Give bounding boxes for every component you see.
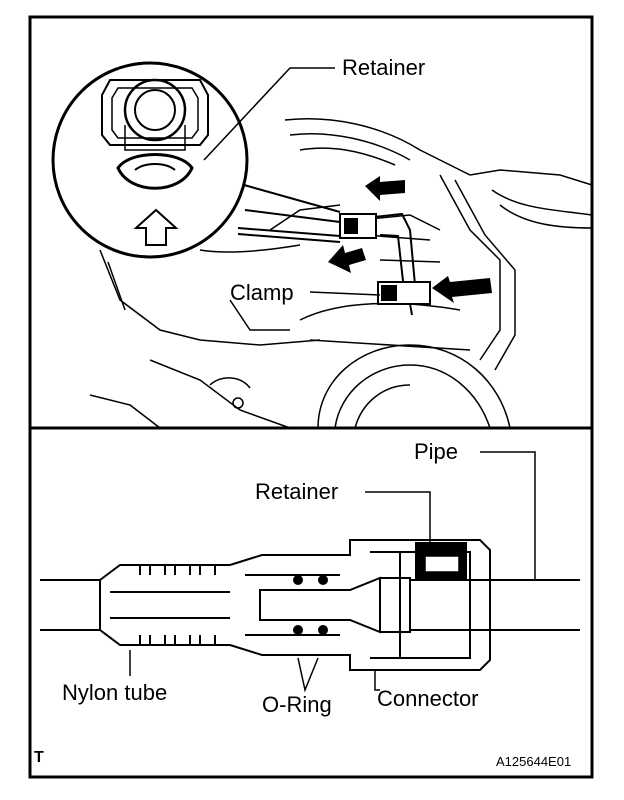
retainer-label-lower: Retainer [255,479,339,504]
figure-id: A125644E01 [496,754,572,769]
arrow-clamp [328,245,366,273]
connector-label: Connector [377,686,479,711]
retainer-section [415,542,467,580]
upper-vehicle-illustration [89,118,593,429]
lower-leaders [129,451,536,693]
arrow-left-lower [432,276,492,303]
retainer-detail-inset [51,61,341,259]
retainer-label-upper: Retainer [342,55,426,80]
figure-frame [28,15,594,779]
cross-section [40,539,580,671]
upper-fuel-line [237,212,431,316]
nylon-tube-label: Nylon tube [62,680,168,705]
pipe-label: Pipe [414,439,459,464]
upper-arrows [328,176,492,303]
clamp-label: Clamp [230,280,294,305]
hollow-up-arrow [133,208,179,246]
o-ring-label: O-Ring [262,692,332,717]
upper-leaders [203,67,381,296]
corner-mark: T [34,749,44,766]
arrow-left-upper [365,176,405,201]
